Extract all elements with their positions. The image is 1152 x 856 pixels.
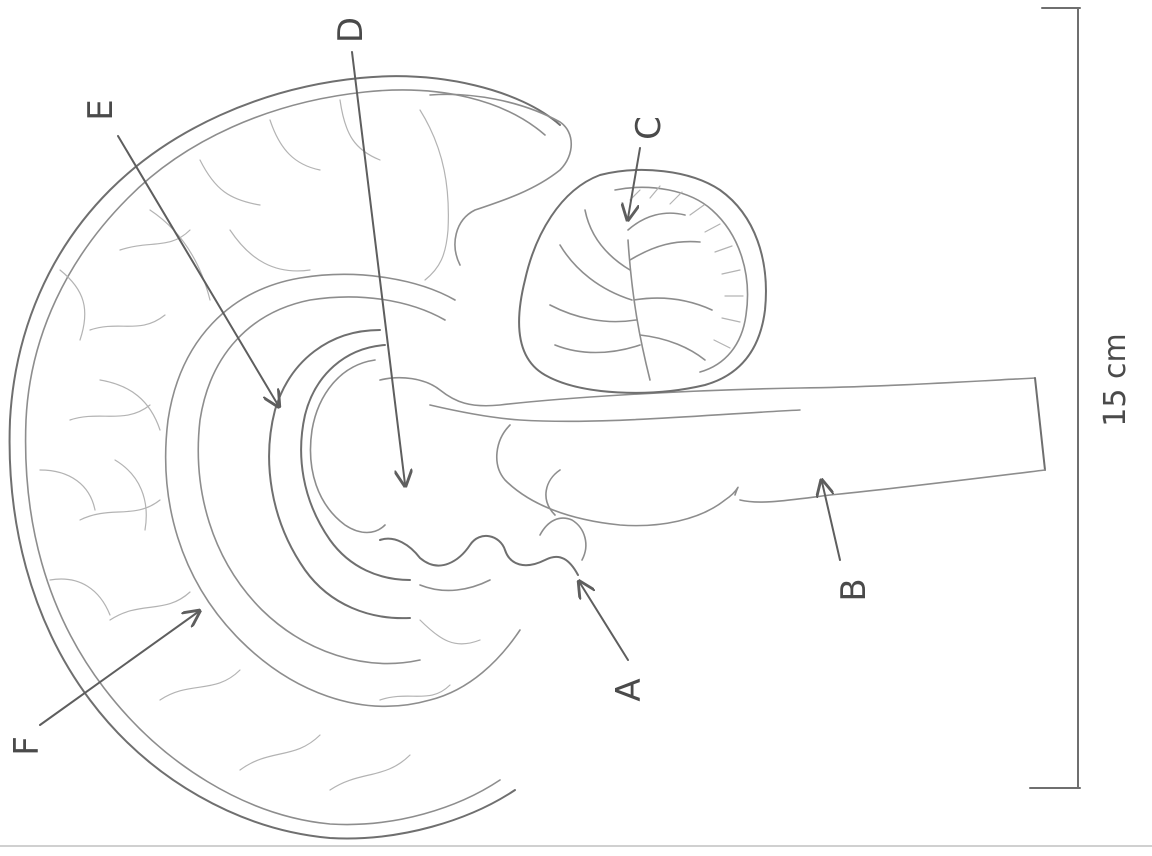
diencephalon-brainstem (380, 378, 1045, 591)
cerebellum (519, 170, 766, 393)
arrow-a (580, 583, 628, 660)
label-d: D (331, 17, 371, 43)
label-f: F (7, 736, 47, 756)
structure-labels: A B C D E F (7, 17, 874, 756)
arrow-e (118, 136, 278, 405)
label-e: E (81, 99, 121, 120)
label-a: A (609, 678, 649, 701)
cerebrum-outline (10, 76, 572, 838)
scale-bar: 15 cm (1030, 8, 1133, 788)
cortex-gyri (40, 100, 480, 790)
label-c: C (629, 116, 669, 140)
corpus-callosum-region (166, 274, 520, 706)
label-b: B (834, 578, 874, 601)
arrow-d (352, 52, 405, 484)
scale-bar-label: 15 cm (1098, 333, 1133, 426)
arrow-c (628, 148, 640, 218)
arrow-f (40, 612, 198, 725)
